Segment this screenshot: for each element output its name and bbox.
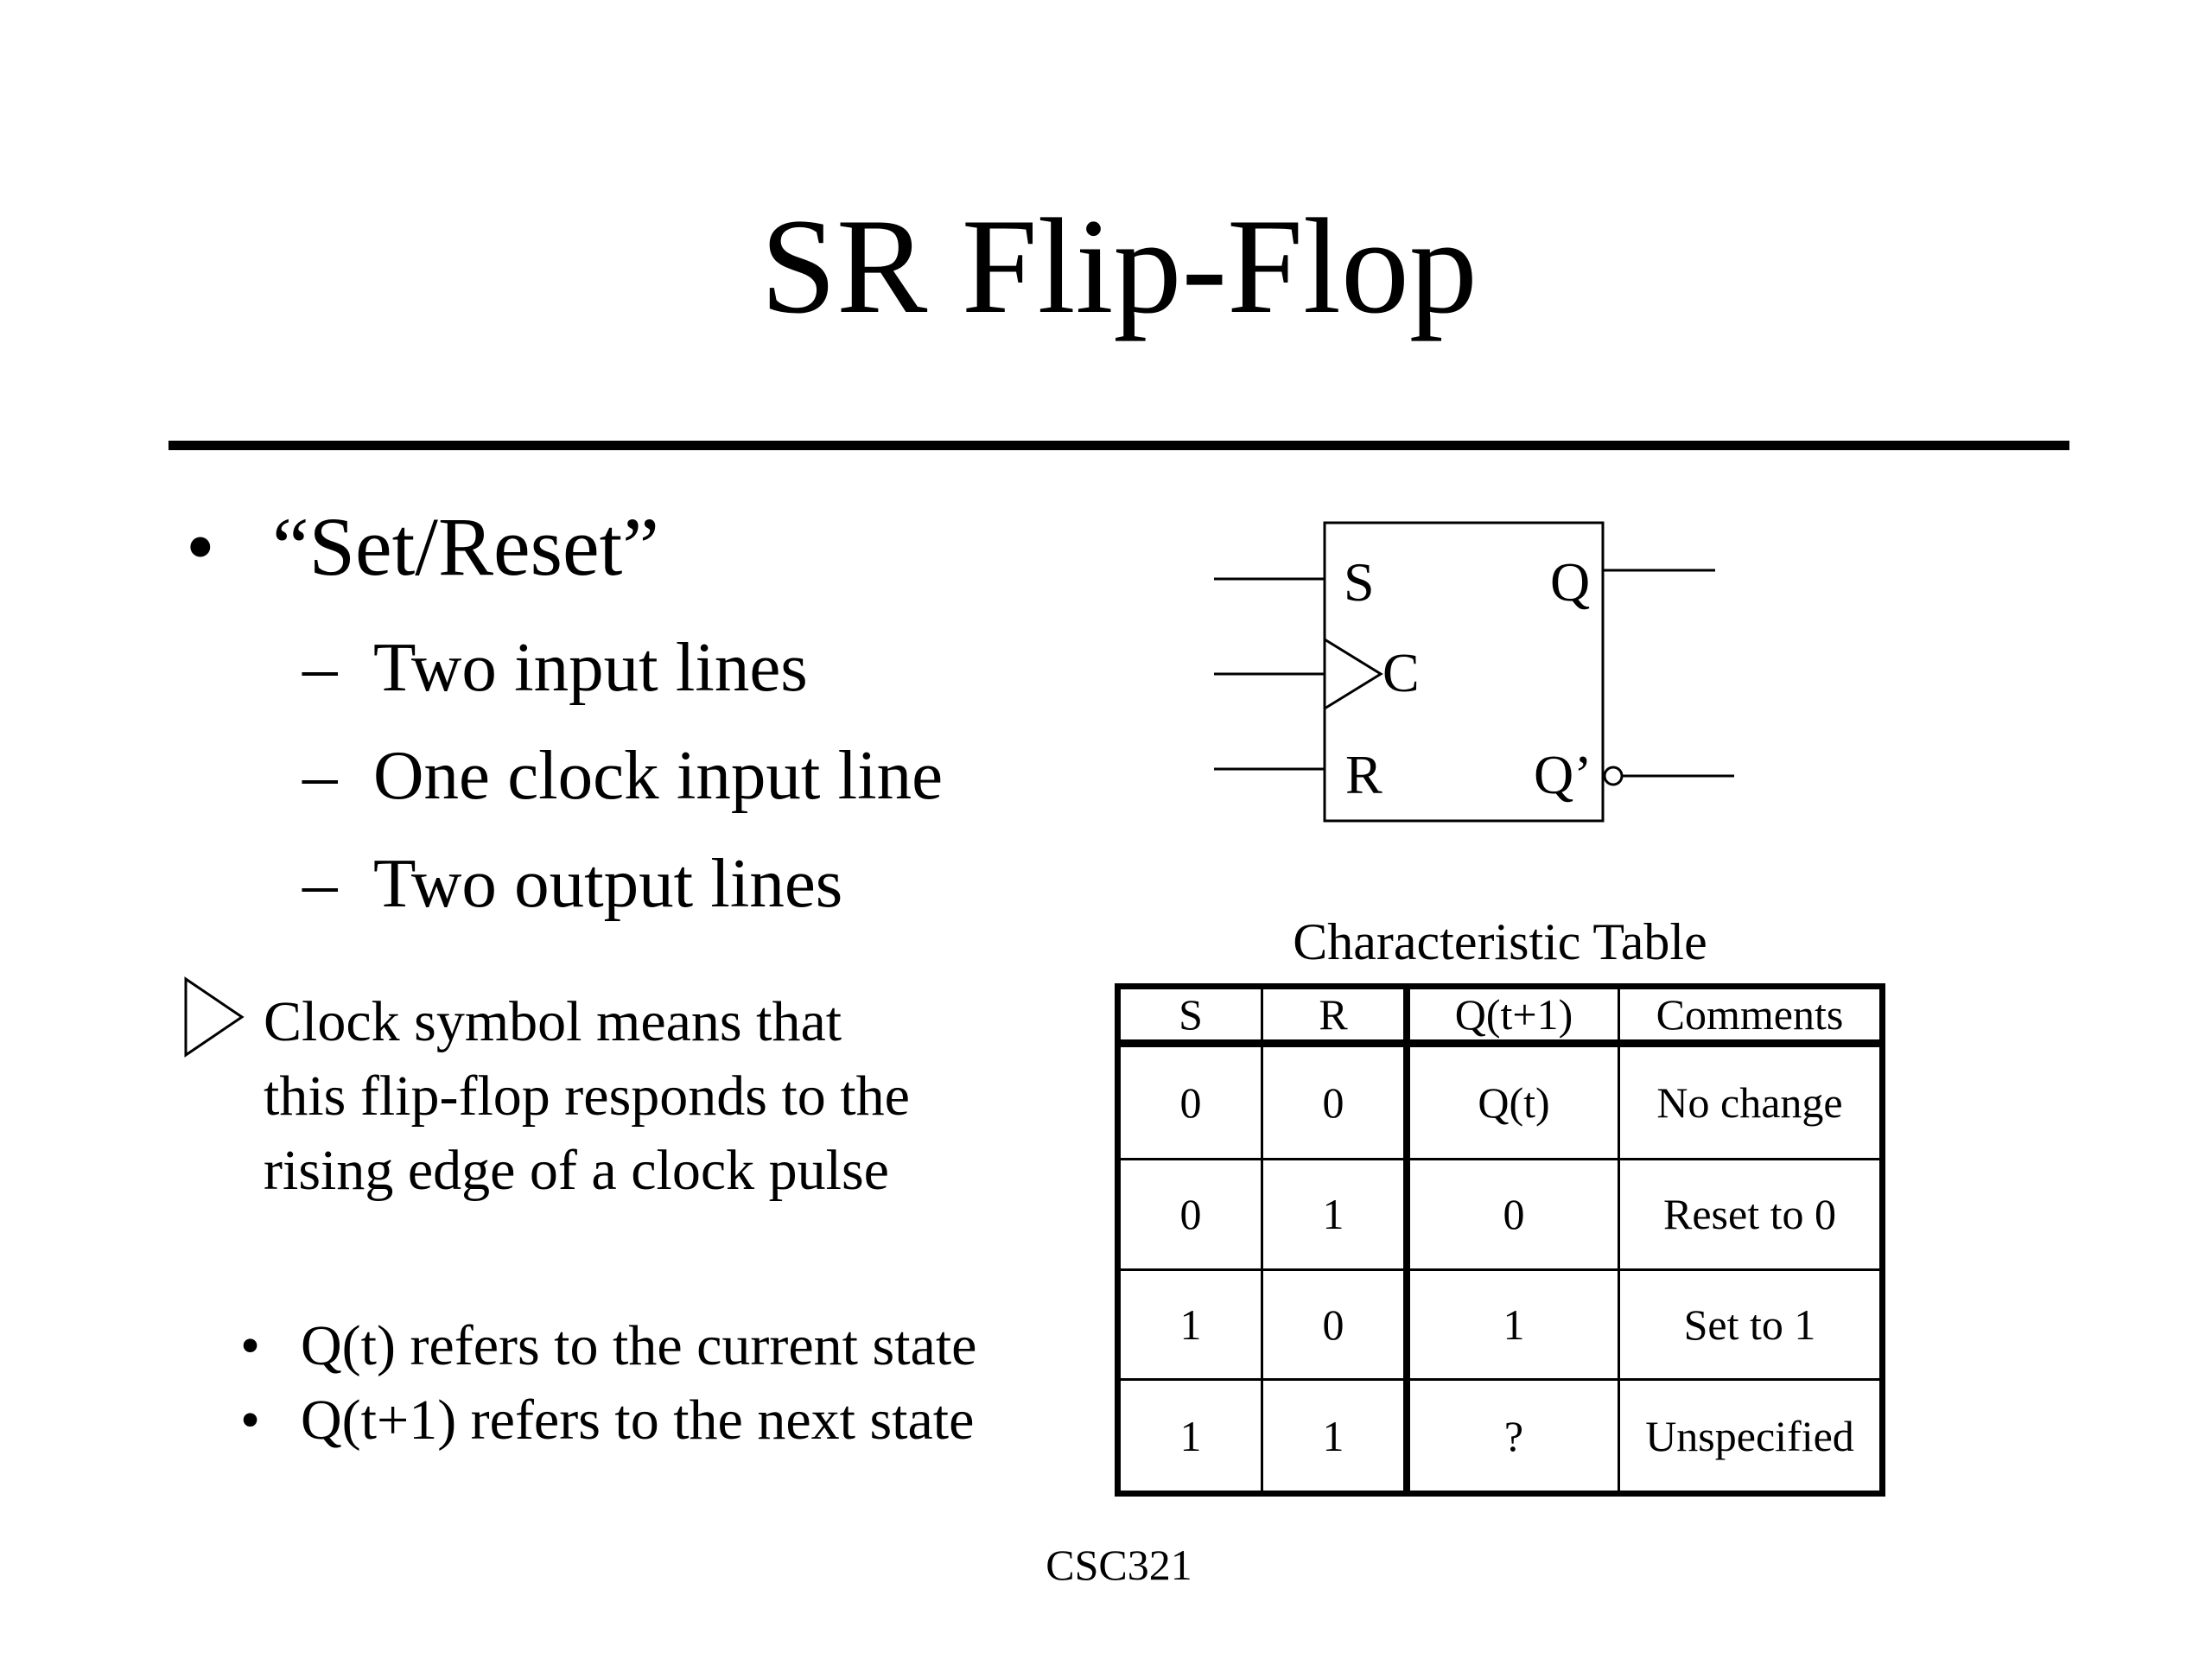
table-cell: Unspecified [1618,1378,1884,1495]
table-cell: 1 [1116,1268,1263,1382]
clock-triangle-icon [184,976,245,1058]
label-c: C [1382,642,1420,703]
table-cell: Reset to 0 [1618,1157,1884,1271]
sub-bullet-marker: – [302,844,338,922]
table-row: 1 1 ? Unspecified [1116,1378,1884,1495]
clock-note-line: Clock symbol means that [264,990,842,1053]
sub-bullet: –Two input lines [302,632,808,702]
label-q: Q [1550,551,1590,613]
table-header-cell: Q(t+1) [1403,985,1620,1047]
table-cell: 1 [1116,1378,1263,1495]
state-note-text: Q(t+1) refers to the next state [301,1389,975,1452]
bullet-marker: • [240,1314,261,1377]
table-caption: Characteristic Table [1293,913,1707,970]
table-cell: 0 [1261,1042,1408,1160]
sub-bullet-marker: – [302,628,338,706]
label-s: S [1344,551,1375,613]
state-note-text: Q(t) refers to the current state [301,1314,977,1377]
table-cell: ? [1403,1378,1620,1495]
state-note-item: • Q(t) refers to the current state [240,1309,976,1383]
clock-triangle-icon [1323,637,1383,711]
table-row: 1 0 1 Set to 1 [1116,1268,1884,1382]
table-cell: 1 [1261,1378,1408,1495]
clock-note-line: rising edge of a clock pulse [264,1139,889,1202]
table-row: 0 0 Q(t) No change [1116,1042,1884,1160]
table-cell: 1 [1261,1157,1408,1271]
table-cell: Set to 1 [1618,1268,1884,1382]
sub-bullet-marker: – [302,736,338,814]
bullet-marker: • [240,1389,261,1452]
table-cell: 0 [1403,1157,1620,1271]
slide-title: SR Flip-Flop [760,191,1478,342]
inverter-bubble [1603,766,1624,786]
clock-note-line: this flip-flop responds to the [264,1065,910,1128]
title-divider [168,441,2069,450]
bullet-marker: • [186,500,215,593]
table-cell: 0 [1116,1042,1263,1160]
label-r: R [1345,744,1382,805]
table-header-row: S R Q(t+1) Comments [1116,985,1884,1047]
table-header-cell: Comments [1618,985,1884,1047]
sub-bullet: –One clock input line [302,741,943,810]
sub-bullet-text: Two input lines [373,628,808,706]
state-notes: • Q(t) refers to the current state • Q(t+1… [240,1309,976,1458]
slide-footer: CSC321 [1046,1541,1192,1589]
label-q-not: Q’ [1534,744,1592,805]
sr-flip-flop-diagram: S C R Q Q’ [1214,521,1734,823]
clock-note: Clock symbol means that this flip-flop r… [264,985,1041,1208]
main-bullet: •“Set/Reset” [186,505,659,588]
table-cell: No change [1618,1042,1884,1160]
table-header-cell: S [1116,985,1263,1047]
main-bullet-text: “Set/Reset” [272,500,659,593]
table-cell: 0 [1261,1268,1408,1382]
characteristic-table: S R Q(t+1) Comments 0 0 Q(t) No change 0… [1115,983,1885,1497]
sub-bullet: –Two output lines [302,849,842,918]
table-header-cell: R [1261,985,1408,1047]
sub-bullet-text: Two output lines [373,844,843,922]
table-cell: Q(t) [1403,1042,1620,1160]
table-cell: 0 [1116,1157,1263,1271]
state-note-item: • Q(t+1) refers to the next state [240,1383,976,1458]
sub-bullet-text: One clock input line [373,736,944,814]
table-row: 0 1 0 Reset to 0 [1116,1157,1884,1271]
table-cell: 1 [1403,1268,1620,1382]
